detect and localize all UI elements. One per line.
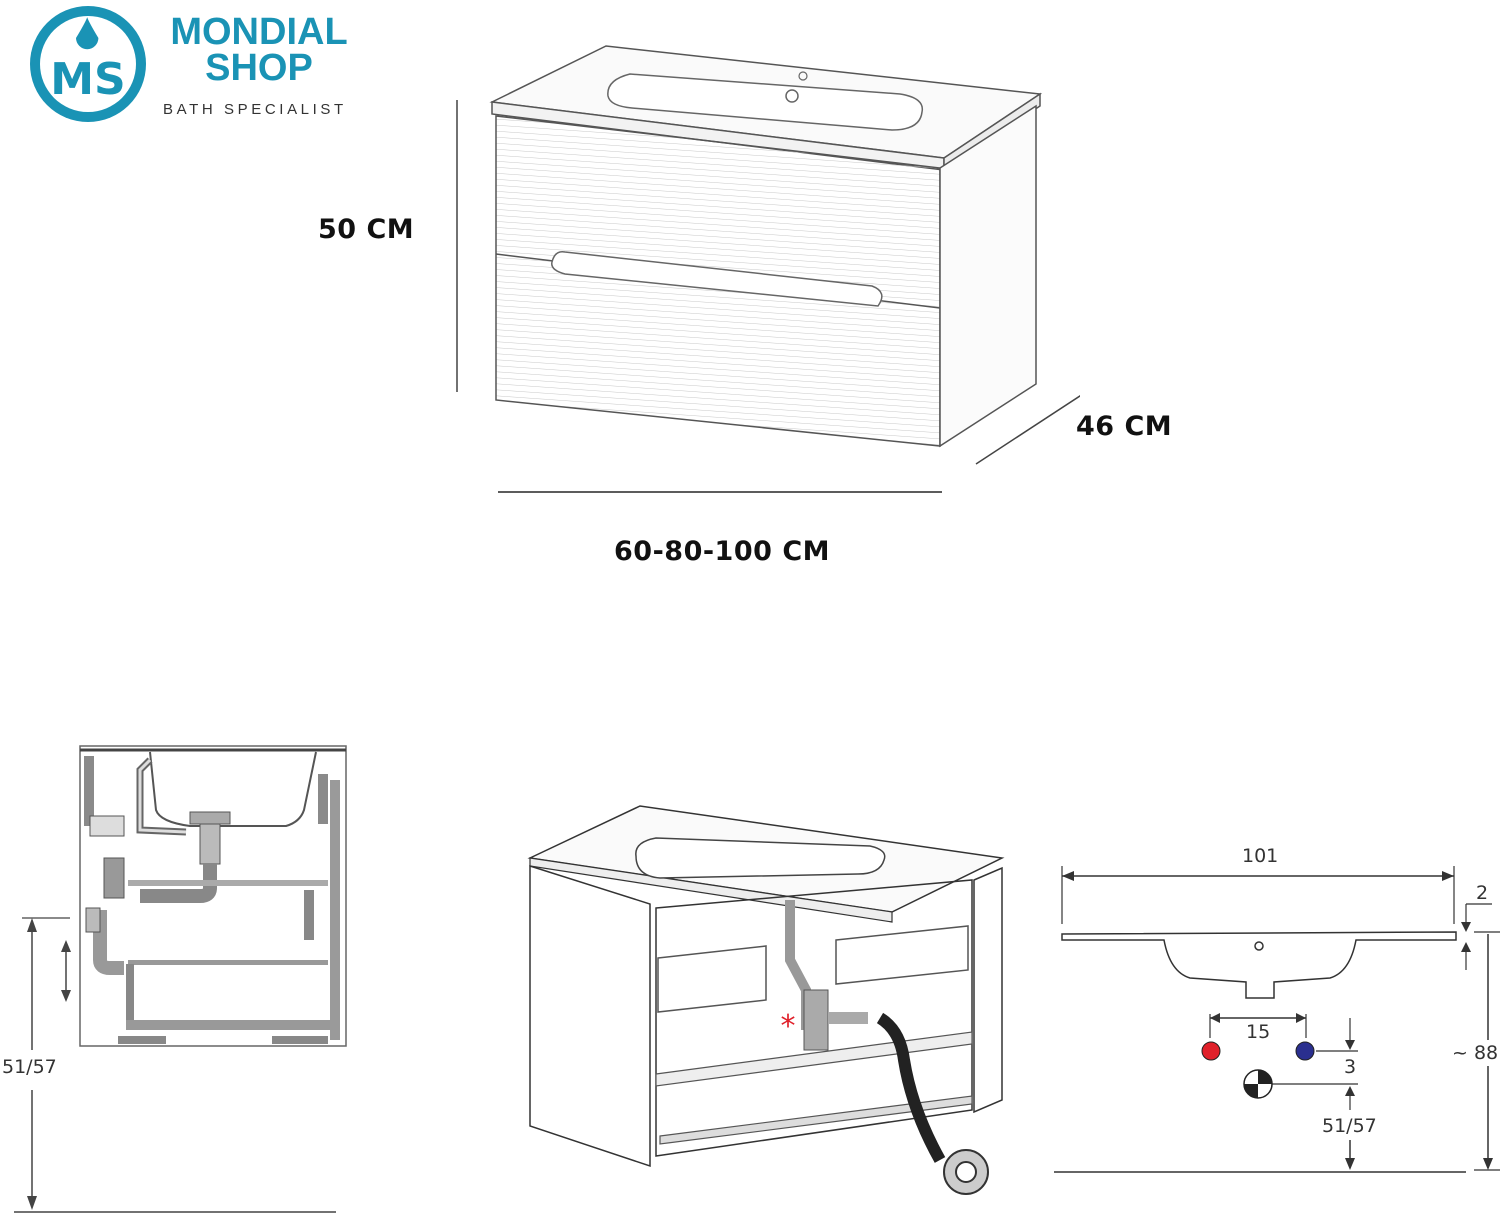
brand-name: MONDIAL SHOP bbox=[163, 11, 355, 89]
width-label: 60-80-100 CM bbox=[614, 536, 831, 567]
cabinet-illustration bbox=[456, 45, 1080, 493]
side-drain-height-label: 51/57 bbox=[2, 1056, 57, 1078]
brand-name-line2: SHOP bbox=[205, 47, 313, 89]
brand-name-line1: MONDIAL bbox=[170, 11, 348, 53]
cold-water-icon bbox=[1295, 1041, 1315, 1061]
logo-monogram: MS bbox=[50, 54, 125, 105]
side-section-drawing bbox=[14, 745, 347, 1213]
open-cabinet-drawing: * bbox=[527, 805, 1005, 1195]
asterisk-icon: * bbox=[781, 1009, 796, 1044]
tap-spacing-label: 15 bbox=[1246, 1021, 1271, 1043]
brand-tagline: BATH SPECIALIST bbox=[163, 101, 347, 118]
basin-drain-height-label: 51/57 bbox=[1322, 1115, 1377, 1137]
total-height-label: ~ 88 bbox=[1452, 1042, 1499, 1064]
height-label: 50 CM bbox=[318, 214, 415, 245]
logo-badge: MS bbox=[30, 6, 146, 122]
depth-label: 46 CM bbox=[1076, 411, 1173, 442]
basin-technical-drawing bbox=[1054, 866, 1500, 1173]
basin-thickness-label: 2 bbox=[1476, 882, 1489, 904]
offset-label: 3 bbox=[1344, 1056, 1357, 1078]
hot-water-icon bbox=[1201, 1041, 1221, 1061]
basin-width-label: 101 bbox=[1242, 845, 1279, 867]
drain-center-icon bbox=[1243, 1069, 1273, 1099]
